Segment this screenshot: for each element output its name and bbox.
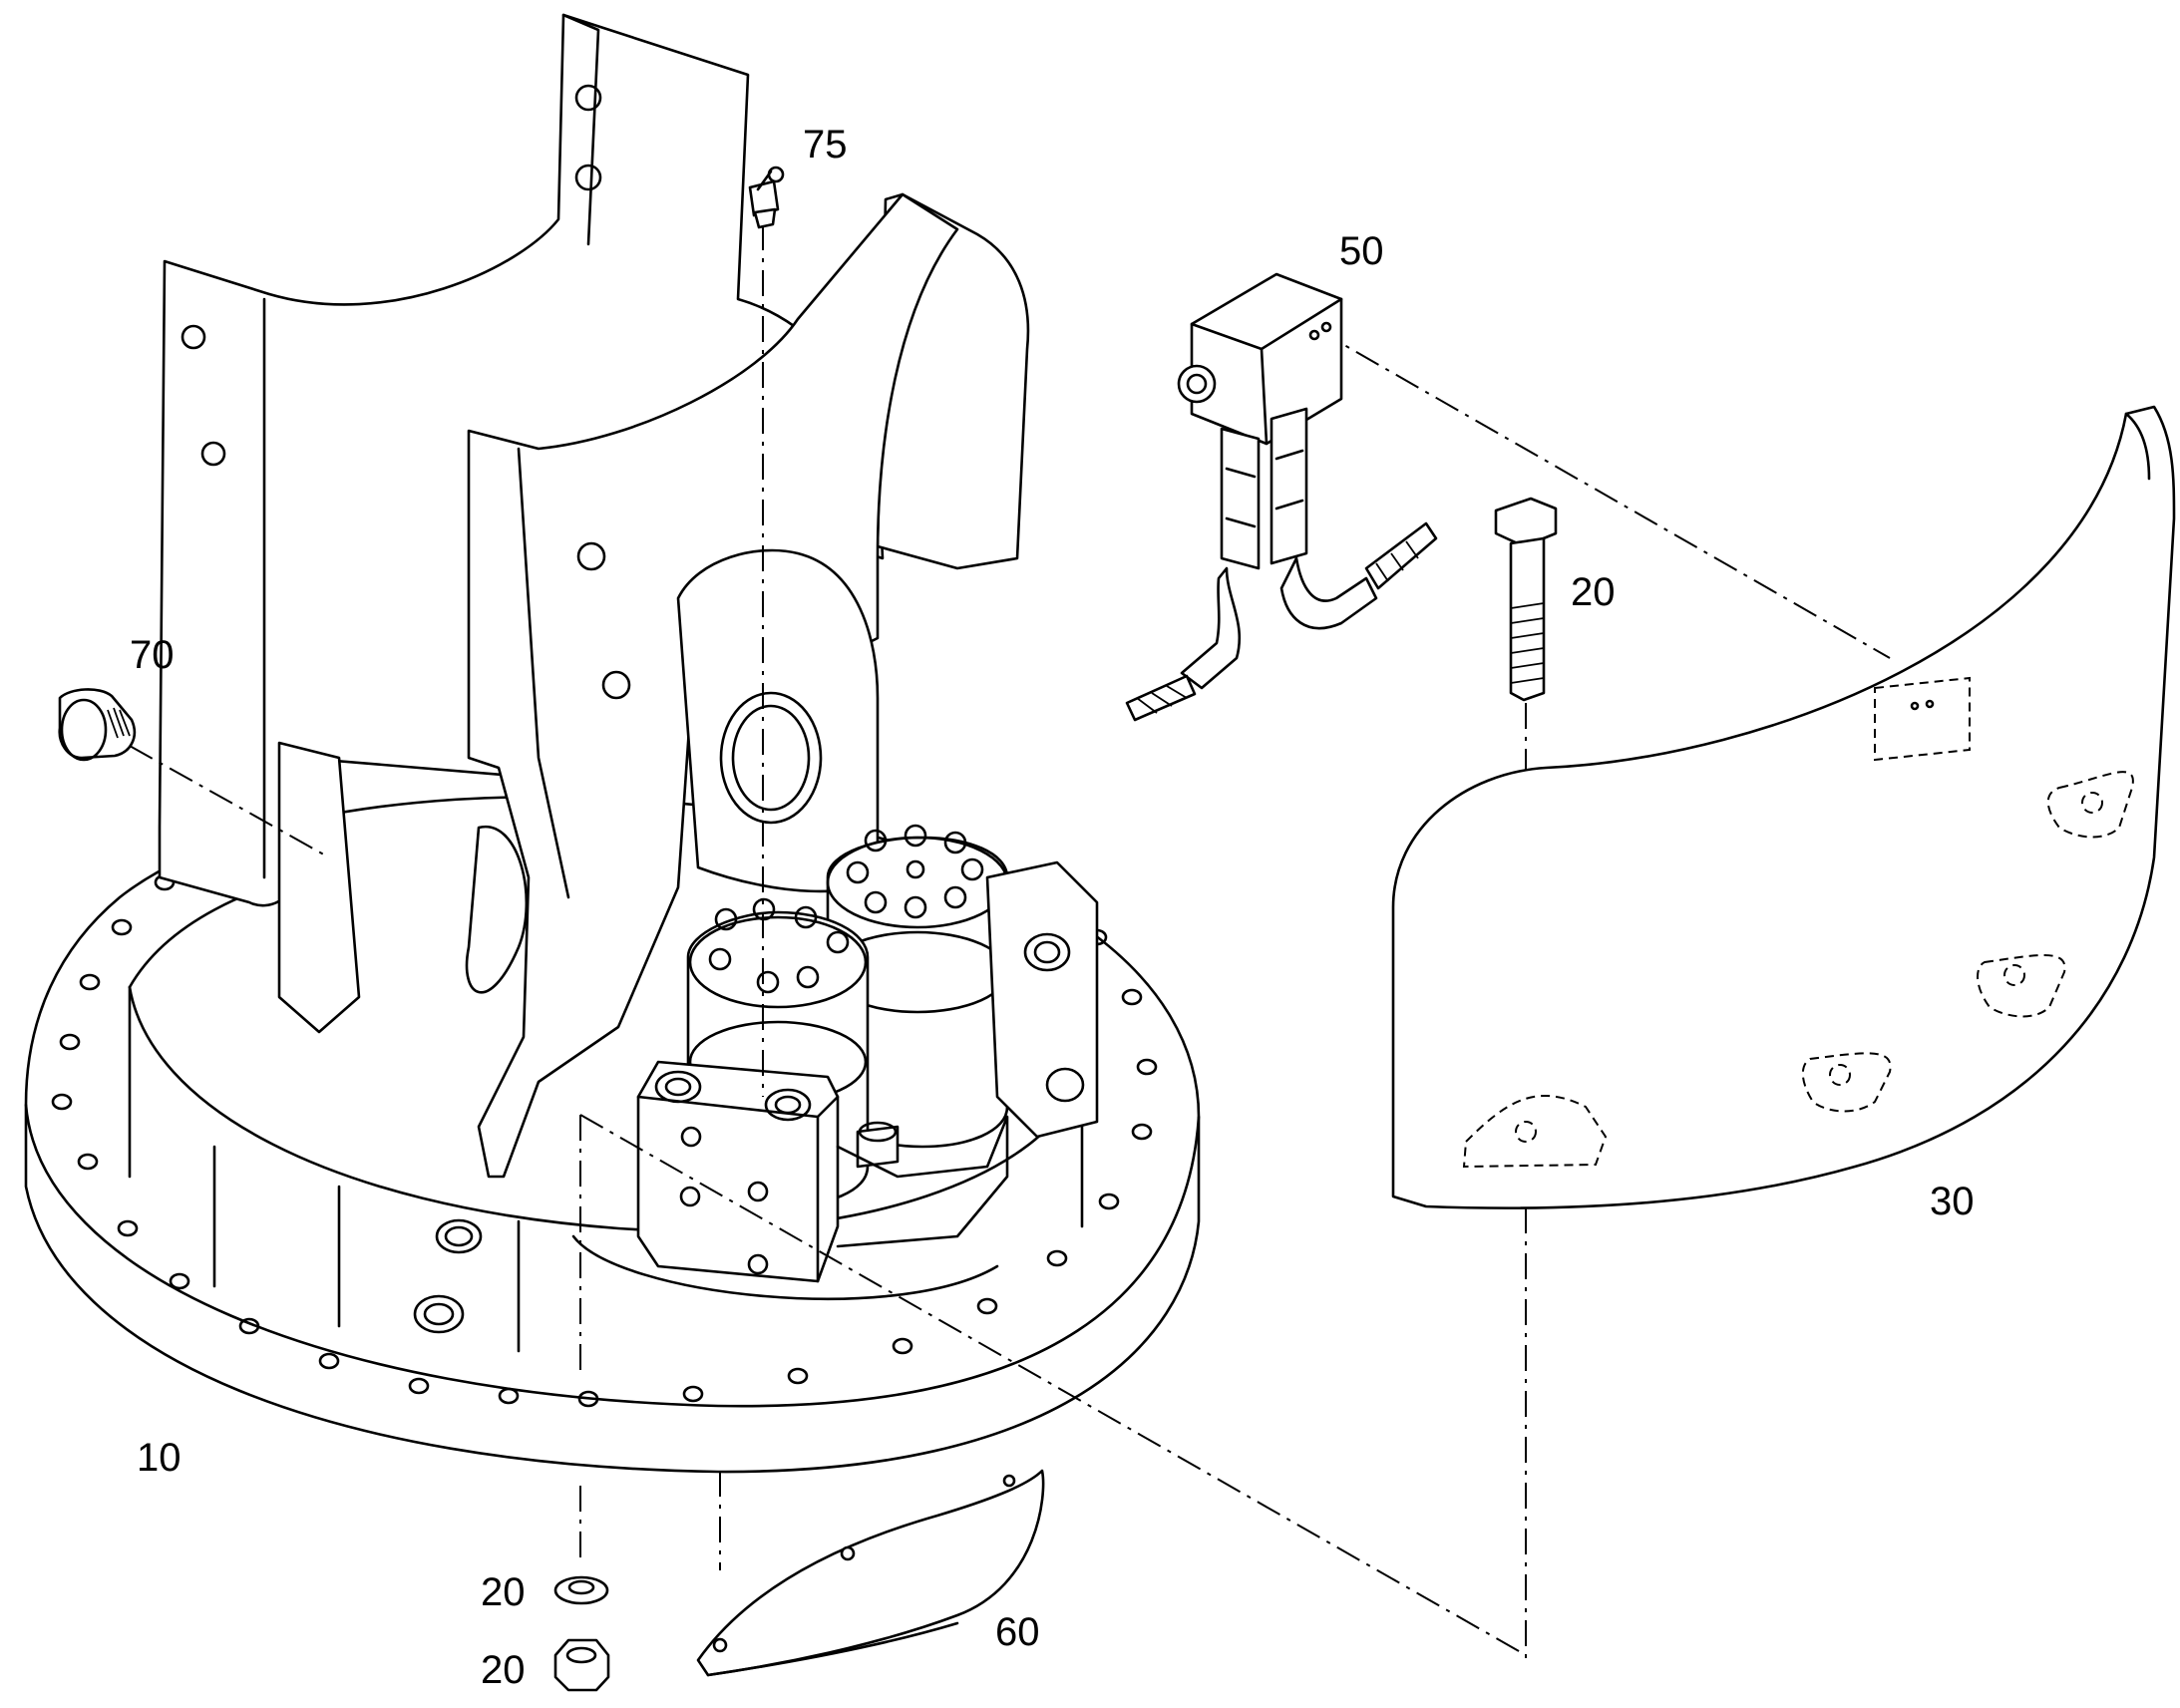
callout-50: 50 bbox=[1339, 229, 1384, 273]
callout-30: 30 bbox=[1930, 1180, 1975, 1223]
callout-70: 70 bbox=[130, 633, 175, 677]
callout-60: 60 bbox=[995, 1610, 1040, 1654]
plug-icon bbox=[58, 688, 137, 762]
callout-labels: 75 50 20 70 30 10 20 20 60 bbox=[130, 123, 1975, 1692]
callout-75: 75 bbox=[803, 123, 848, 167]
bolt-icon bbox=[1494, 497, 1558, 702]
small-cover-plate-icon bbox=[696, 1469, 1045, 1677]
valve-block-with-hoses-icon bbox=[1125, 272, 1438, 722]
callout-20-nut: 20 bbox=[481, 1648, 526, 1692]
motor-valve-cluster bbox=[636, 824, 1099, 1283]
callout-20-washer: 20 bbox=[481, 1570, 526, 1614]
grease-nipple-icon bbox=[748, 166, 785, 229]
washer-icon bbox=[553, 1575, 609, 1605]
curved-cover-plate-icon bbox=[1391, 405, 2176, 1209]
nut-icon bbox=[553, 1638, 610, 1692]
front-support-bracket bbox=[277, 192, 959, 1179]
callout-20-bolt: 20 bbox=[1571, 570, 1616, 614]
callout-10: 10 bbox=[137, 1436, 182, 1480]
